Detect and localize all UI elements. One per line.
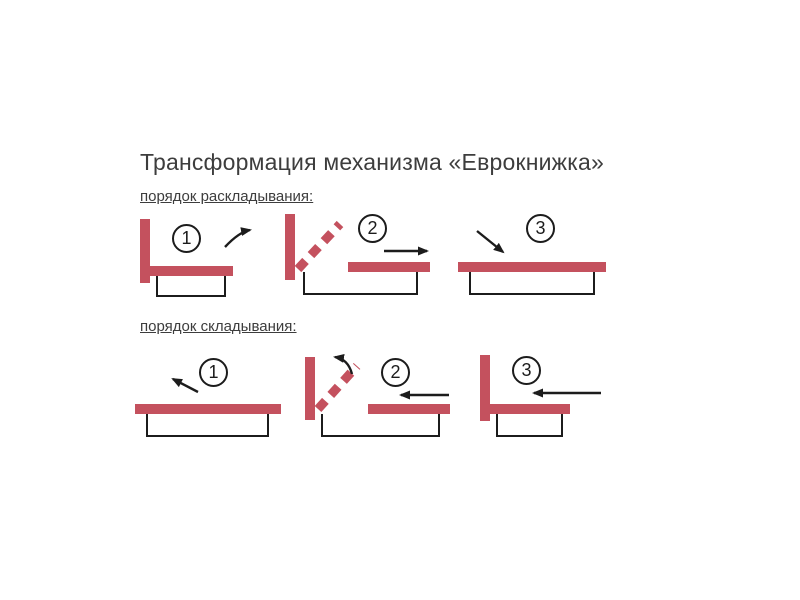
unfold-step2-seat xyxy=(348,262,430,272)
fold-step2-seat xyxy=(368,404,450,414)
fold-step3-frame xyxy=(496,414,563,437)
unfold-step2-number: 2 xyxy=(358,214,387,243)
unfold-step1-seat xyxy=(149,266,233,276)
section-label-unfold: порядок раскладывания: xyxy=(140,188,314,205)
unfold-step2-backrest xyxy=(285,214,295,280)
fold-step1-up-left-arrow-icon xyxy=(171,377,199,394)
unfold-step3-frame xyxy=(469,272,595,295)
step-number-text: 2 xyxy=(390,362,401,382)
section-label-fold: порядок складывания: xyxy=(140,318,297,335)
unfold-step1-backrest xyxy=(140,219,150,283)
unfold-step3-number: 3 xyxy=(526,214,555,243)
unfold-step3-diagonal-arrow-icon xyxy=(476,230,505,254)
step-number-text: 1 xyxy=(181,228,192,248)
unfold-step1-number: 1 xyxy=(172,224,201,253)
unfold-step2-frame xyxy=(303,272,418,295)
unfold-step1-curved-arrow-icon xyxy=(224,227,252,248)
fold-step1-number: 1 xyxy=(199,358,228,387)
unfold-step3-bed xyxy=(458,262,606,272)
step-number-text: 1 xyxy=(208,362,219,382)
fold-step3-number: 3 xyxy=(512,356,541,385)
fold-step2-number: 2 xyxy=(381,358,410,387)
step-number-text: 3 xyxy=(535,218,546,238)
fold-step1-frame xyxy=(146,414,269,437)
step-number-text: 2 xyxy=(367,218,378,238)
step-number-text: 3 xyxy=(521,360,532,380)
fold-step2-backrest xyxy=(305,357,315,420)
fold-step2-tilted-seat-dashed xyxy=(314,362,361,413)
fold-step3-backrest xyxy=(480,355,490,421)
unfold-step1-frame xyxy=(156,276,226,297)
fold-step2-curved-arrow-icon xyxy=(333,353,354,375)
fold-step3-seat xyxy=(490,404,570,414)
page-title: Трансформация механизма «Еврокнижка» xyxy=(140,149,605,175)
fold-step1-bed xyxy=(135,404,281,414)
unfold-step2-tilted-seat-dashed xyxy=(294,220,344,273)
fold-step2-frame xyxy=(321,414,440,437)
